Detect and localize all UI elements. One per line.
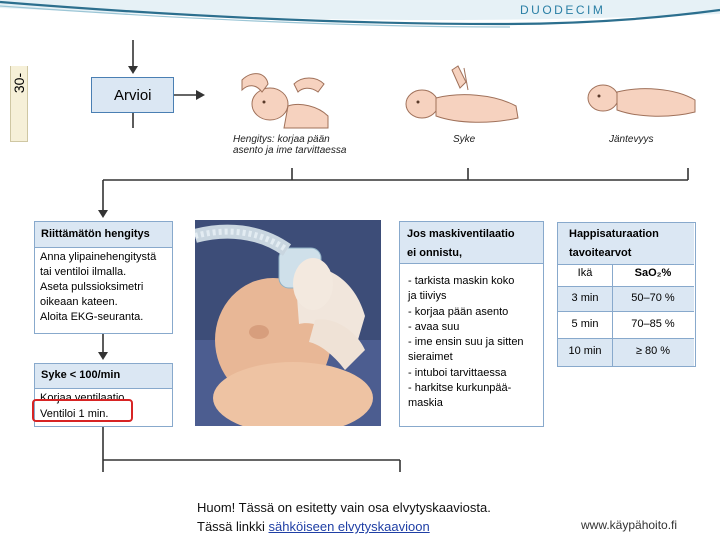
brand-logo: DUODECIM <box>520 3 606 17</box>
sat-table-title: Happisaturaation tavoitearvot <box>569 225 659 263</box>
pulse-line-1: Korjaa ventilaatio. <box>40 392 128 404</box>
header-swoosh <box>0 0 720 28</box>
sat-row-2-value: 70–85 % <box>631 318 675 330</box>
mask-line-9: maskia <box>408 397 443 410</box>
inadequate-breathing-text: Anna ylipainehengitystä tai ventiloi ilm… <box>40 250 156 325</box>
assess-label: Arvioi <box>114 87 152 104</box>
breathing-line-3: Aseta pulssioksimetri <box>40 281 144 293</box>
caption-breathing-line-2: asento ja ime tarvittaessa <box>233 145 347 156</box>
footer-line-1: Huom! Tässä on esitetty vain osa elvytys… <box>197 500 491 515</box>
sat-header-value: SaO₂% <box>634 267 672 279</box>
baby-head-positioning-illustration <box>241 73 329 129</box>
sat-table-title-bg <box>558 223 694 265</box>
caption-tone: Jäntevyys <box>609 134 654 145</box>
pulse-below-100-title: Syke < 100/min <box>41 369 121 381</box>
footer-line-2-prefix: Tässä linkki <box>197 519 269 534</box>
sat-header-age: Ikä <box>577 267 593 279</box>
footer-note: Huom! Tässä on esitetty vain osa elvytys… <box>197 498 491 536</box>
inadequate-breathing-box <box>34 221 173 334</box>
breathing-line-1: Anna ylipainehengitystä <box>40 251 157 263</box>
mask-line-2: ja tiiviys <box>408 290 447 303</box>
sat-table-divider <box>612 265 613 366</box>
mask-title-line-2: ei onnistu, <box>407 247 462 259</box>
baby-tone-illustration <box>587 84 696 117</box>
pulse-below-100-box <box>34 363 173 427</box>
mask-line-8: - harkitse kurkunpää- <box>408 382 512 395</box>
mask-title-line-1: Jos maskiventilaatio <box>407 228 515 240</box>
sat-table-header-row <box>558 265 694 287</box>
caption-breathing: Hengitys: korjaa pään asento ja ime tarv… <box>233 134 346 156</box>
sat-table-row-1 <box>558 287 694 312</box>
neonatal-ventilation-photo <box>195 220 381 426</box>
mask-line-3: - korjaa pään asento <box>408 305 509 318</box>
breathing-line-5: Aloita EKG-seuranta. <box>40 311 144 323</box>
inadequate-breathing-title: Riittämätön hengitys <box>41 228 150 240</box>
mask-ventilation-title: Jos maskiventilaatio ei onnistu, <box>407 225 515 263</box>
sat-table-row-3 <box>558 339 694 366</box>
mask-ventilation-box <box>399 221 544 427</box>
mask-ventilation-text: - tarkista maskin koko ja tiiviys - korj… <box>408 274 524 412</box>
mask-line-6: sieraimet <box>408 351 453 364</box>
mask-line-5: - ime ensin suu ja sitten <box>408 336 524 349</box>
sat-row-1-value: 50–70 % <box>631 292 675 304</box>
pulse-below-100-text: Korjaa ventilaatio. Ventiloi 1 min. <box>40 390 127 422</box>
pulse-line-2: Ventiloi 1 min. <box>40 408 109 420</box>
sat-title-line-1: Happisaturaation <box>569 228 659 240</box>
sat-row-3-age: 10 min <box>568 345 602 357</box>
sat-table-row-2 <box>558 312 694 339</box>
resuscitation-chart-link[interactable]: sähköiseen elvytyskaavioon <box>268 519 430 534</box>
ventilate-highlight-box <box>32 399 133 422</box>
sat-row-1-age: 3 min <box>571 292 599 304</box>
footer-site: www.käypähoito.fi <box>581 518 678 532</box>
caption-pulse: Syke <box>453 134 476 145</box>
breathing-line-2: tai ventiloi ilmalla. <box>40 266 127 278</box>
footer-line-2: Tässä linkki sähköiseen elvytyskaavioon <box>197 517 491 536</box>
mask-line-7: - intuboi tarvittaessa <box>408 366 507 379</box>
pulse-below-100-header <box>35 364 172 389</box>
timeline-bar <box>10 66 28 142</box>
breathing-line-4: oikeaan kateen. <box>40 296 118 308</box>
caption-breathing-line-1: Hengitys: korjaa pään <box>233 134 330 145</box>
mask-ventilation-header <box>400 222 543 264</box>
sat-row-2-age: 5 min <box>571 318 599 330</box>
mask-line-4: - avaa suu <box>408 320 460 333</box>
assess-box <box>91 77 174 113</box>
inadequate-breathing-header <box>35 222 172 248</box>
sat-title-line-2: tavoitearvot <box>569 247 632 259</box>
sat-row-3-value: ≥ 80 % <box>635 345 671 357</box>
mask-line-1: - tarkista maskin koko <box>408 275 515 287</box>
oxygen-saturation-table <box>557 222 696 367</box>
baby-pulse-check-illustration <box>405 65 519 123</box>
